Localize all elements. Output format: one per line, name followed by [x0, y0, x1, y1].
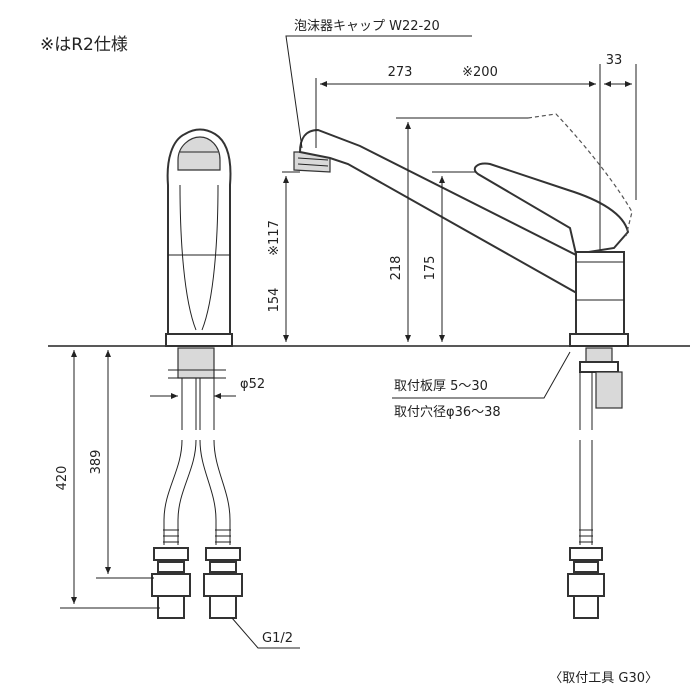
total-height-218: 218 — [389, 256, 404, 281]
spout-reach-r2-200: ※200 — [462, 65, 498, 80]
spout-height-154: 154 — [267, 288, 282, 313]
mount-hole-label: 取付穴径φ36～38 — [394, 405, 501, 420]
faucet-side-view — [151, 128, 243, 619]
r2-spec-note: ※はR2仕様 — [40, 35, 128, 55]
hose-length-420: 420 — [55, 466, 70, 491]
mount-thickness-label: 取付板厚 5～30 — [394, 379, 488, 394]
lever-height-175: 175 — [423, 256, 438, 281]
spout-reach-273: 273 — [388, 65, 413, 80]
aerator-cap-label: 泡沫器キャップ W22-20 — [294, 19, 440, 34]
lever-offset-33: 33 — [606, 53, 623, 68]
hose-length-389: 389 — [89, 450, 104, 475]
spout-height-r2-117: ※117 — [267, 220, 282, 256]
hose-thread-label: G1/2 — [262, 631, 293, 646]
pipe-diameter-label: φ52 — [240, 377, 265, 392]
faucet-front-view — [293, 113, 633, 619]
mounting-tool-label: 〈取付工具 G30〉 — [549, 671, 658, 686]
